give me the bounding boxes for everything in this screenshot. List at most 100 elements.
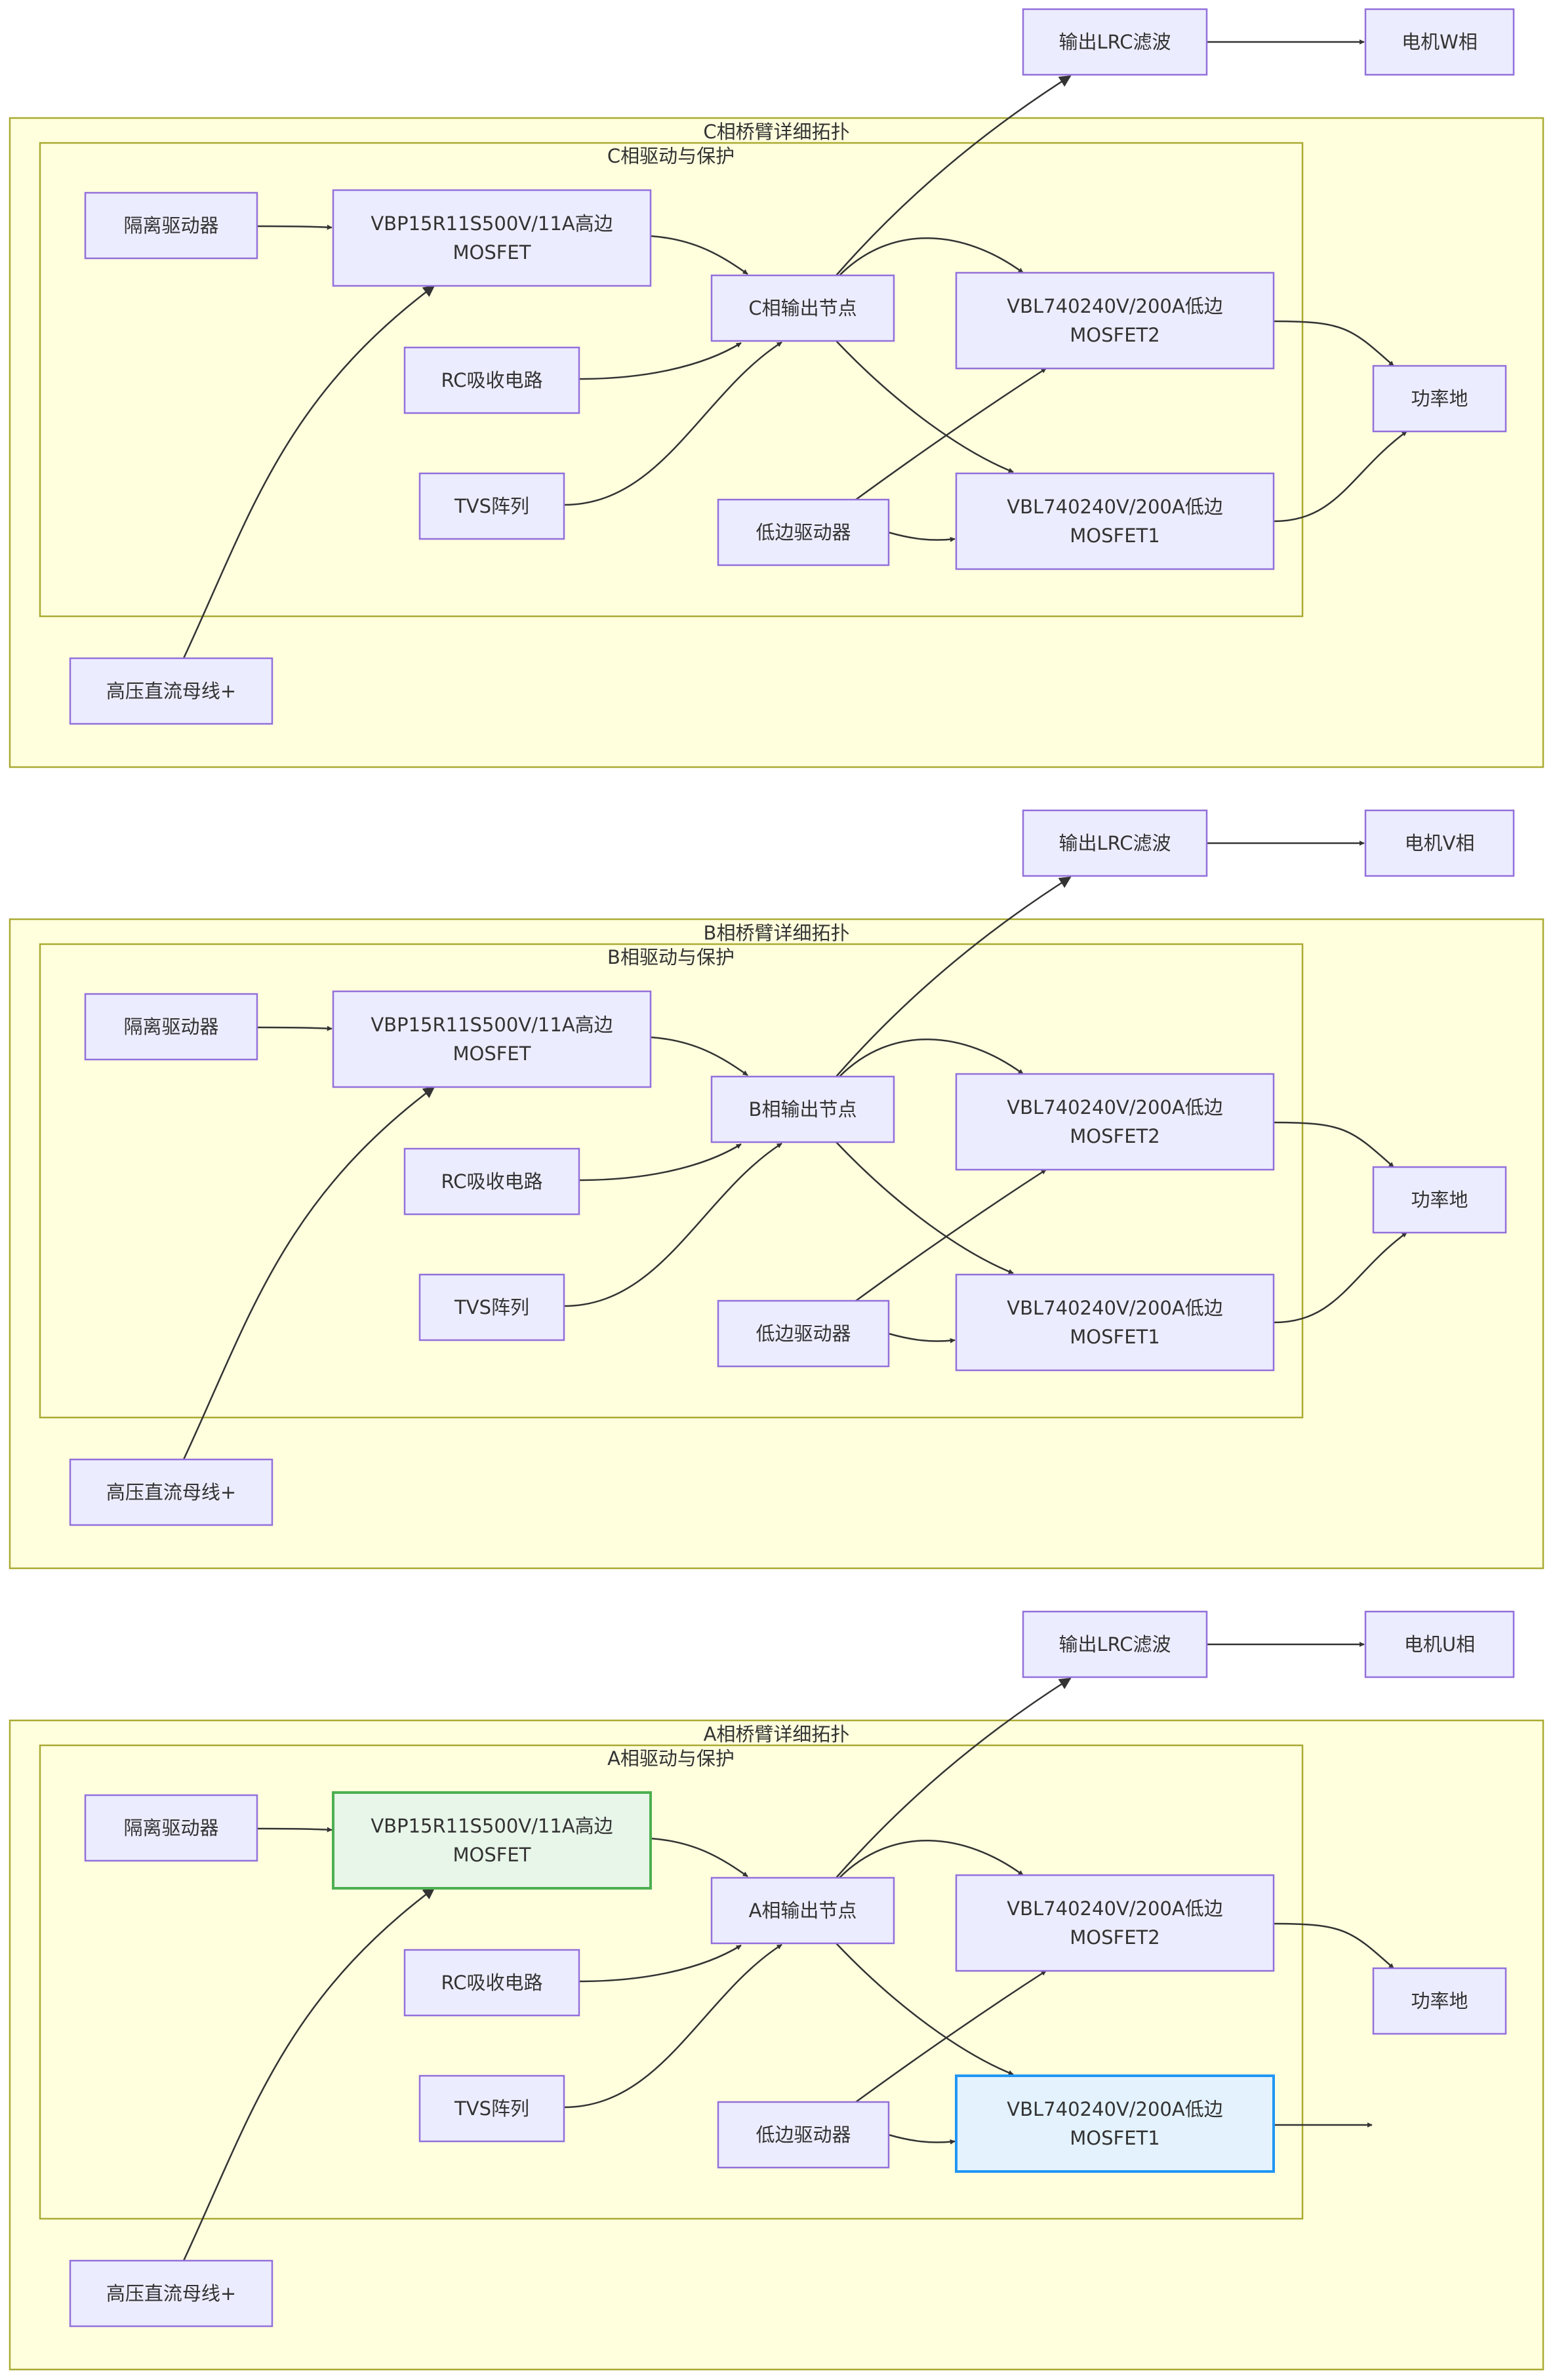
node-label: 高压直流母线+ xyxy=(106,1481,236,1503)
node-box xyxy=(1364,8,1515,76)
node-iso-driver[interactable]: 隔离驱动器 xyxy=(84,191,258,260)
node-lrc[interactable]: 输出LRC滤波 xyxy=(1022,1610,1208,1678)
cluster-title-driver-protection: B相驱动与保护 xyxy=(607,946,735,968)
node-gnd[interactable]: 功率地 xyxy=(1372,365,1507,433)
node-motor[interactable]: 电机V相 xyxy=(1364,809,1515,877)
node-label: 电机W相 xyxy=(1402,31,1478,53)
node-box xyxy=(955,472,1275,570)
node-motor[interactable]: 电机U相 xyxy=(1364,1610,1515,1678)
node-iso-driver[interactable]: 隔离驱动器 xyxy=(84,993,258,1061)
node-iso-driver[interactable]: 隔离驱动器 xyxy=(84,1794,258,1862)
node-label: VBL740240V/200A低边 xyxy=(1007,2098,1222,2120)
node-motor[interactable]: 电机W相 xyxy=(1364,8,1515,76)
node-low-driver[interactable]: 低边驱动器 xyxy=(717,1299,890,1368)
node-label: 低边驱动器 xyxy=(756,2124,851,2146)
edge-out-to-low2 xyxy=(839,1840,1024,1878)
node-rc[interactable]: RC吸收电路 xyxy=(403,346,580,414)
node-low-driver[interactable]: 低边驱动器 xyxy=(717,2101,890,2169)
node-hv-bus[interactable]: 高压直流母线+ xyxy=(69,1458,273,1526)
cluster-title-driver-protection: C相驱动与保护 xyxy=(607,145,735,167)
node-box xyxy=(1022,809,1208,877)
node-low-mosfet1[interactable]: VBL740240V/200A低边 MOSFET1 xyxy=(955,472,1275,570)
edge-out-to-low1 xyxy=(836,1141,1014,1275)
node-lrc[interactable]: 输出LRC滤波 xyxy=(1022,8,1208,76)
edge-lowdrv-to-low2 xyxy=(855,367,1047,501)
node-box xyxy=(1372,1166,1507,1234)
edge-iso-to-high xyxy=(256,1827,333,1833)
edge-low2-to-gnd xyxy=(1273,1922,1394,1969)
node-label: 低边驱动器 xyxy=(756,1322,851,1345)
edge-rc-to-out xyxy=(578,342,742,380)
node-box xyxy=(710,1876,895,1945)
node-box xyxy=(332,1791,652,1890)
edge-iso-to-high xyxy=(256,224,333,230)
node-gnd[interactable]: 功率地 xyxy=(1372,1166,1507,1234)
node-rc[interactable]: RC吸收电路 xyxy=(403,1147,580,1216)
node-hv-bus[interactable]: 高压直流母线+ xyxy=(69,2259,273,2328)
edge-rc-to-out xyxy=(578,1944,742,1983)
node-lrc[interactable]: 输出LRC滤波 xyxy=(1022,809,1208,877)
node-label: 隔离驱动器 xyxy=(123,1016,218,1038)
node-box xyxy=(1372,365,1507,433)
node-label: 输出LRC滤波 xyxy=(1059,31,1171,53)
node-out-node[interactable]: A相输出节点 xyxy=(710,1876,895,1945)
edge-out-to-lrc xyxy=(836,876,1072,1077)
node-label: 低边驱动器 xyxy=(756,521,851,544)
node-tvs[interactable]: TVS阵列 xyxy=(418,1273,565,1341)
node-box xyxy=(69,2259,273,2328)
node-out-node[interactable]: C相输出节点 xyxy=(710,274,895,342)
node-label: MOSFET2 xyxy=(1070,1926,1160,1949)
node-low-mosfet2[interactable]: VBL740240V/200A低边 MOSFET2 xyxy=(955,271,1275,370)
node-label: VBL740240V/200A低边 xyxy=(1007,1897,1222,1920)
node-box xyxy=(1022,8,1208,76)
edge-high-to-out xyxy=(650,1036,748,1077)
node-hv-bus[interactable]: 高压直流母线+ xyxy=(69,657,273,725)
node-label: MOSFET2 xyxy=(1070,324,1160,346)
edge-rc-to-out xyxy=(578,1143,742,1181)
node-label: 电机U相 xyxy=(1404,1633,1475,1656)
node-low-mosfet1[interactable]: VBL740240V/200A低边 MOSFET1 xyxy=(955,2074,1275,2173)
node-label: 功率地 xyxy=(1411,1189,1468,1211)
edge-out-to-lrc xyxy=(836,75,1072,276)
edge-low1-to-gnd xyxy=(1273,430,1407,523)
node-box xyxy=(418,2074,565,2143)
node-rc[interactable]: RC吸收电路 xyxy=(403,1949,580,2017)
node-label: VBL740240V/200A低边 xyxy=(1007,496,1222,518)
node-box xyxy=(1364,1610,1515,1678)
node-label: VBP15R11S500V/11A高边 xyxy=(371,1014,613,1036)
node-gnd[interactable]: 功率地 xyxy=(1372,1967,1507,2035)
node-box xyxy=(1364,809,1515,877)
edge-tvs-to-out xyxy=(563,341,782,506)
edge-lowdrv-to-low1 xyxy=(888,531,956,542)
node-tvs[interactable]: TVS阵列 xyxy=(418,472,565,540)
node-box xyxy=(403,1147,580,1216)
edge-lowdrv-to-low2 xyxy=(855,1168,1047,1302)
node-label: MOSFET1 xyxy=(1070,2127,1160,2149)
node-box xyxy=(955,271,1275,370)
node-low-mosfet2[interactable]: VBL740240V/200A低边 MOSFET2 xyxy=(955,1874,1275,1972)
node-label: 隔离驱动器 xyxy=(123,214,218,237)
node-box xyxy=(717,1299,890,1368)
node-tvs[interactable]: TVS阵列 xyxy=(418,2074,565,2143)
edge-out-to-low2 xyxy=(839,237,1024,276)
node-label: VBL740240V/200A低边 xyxy=(1007,1297,1222,1319)
node-label: TVS阵列 xyxy=(454,2097,529,2120)
node-label: 电机V相 xyxy=(1405,832,1475,854)
node-out-node[interactable]: B相输出节点 xyxy=(710,1075,895,1143)
cluster-title-driver-protection: A相驱动与保护 xyxy=(607,1747,735,1770)
node-box xyxy=(955,1273,1275,1372)
cluster-title-bridge-arm: B相桥臂详细拓扑 xyxy=(704,922,850,944)
node-low-driver[interactable]: 低边驱动器 xyxy=(717,498,890,566)
node-label: MOSFET1 xyxy=(1070,525,1160,547)
node-label: 功率地 xyxy=(1411,1990,1468,2012)
node-label: TVS阵列 xyxy=(454,495,529,517)
cluster-title-bridge-arm: C相桥臂详细拓扑 xyxy=(703,121,849,143)
node-label: VBL740240V/200A低边 xyxy=(1007,295,1222,317)
